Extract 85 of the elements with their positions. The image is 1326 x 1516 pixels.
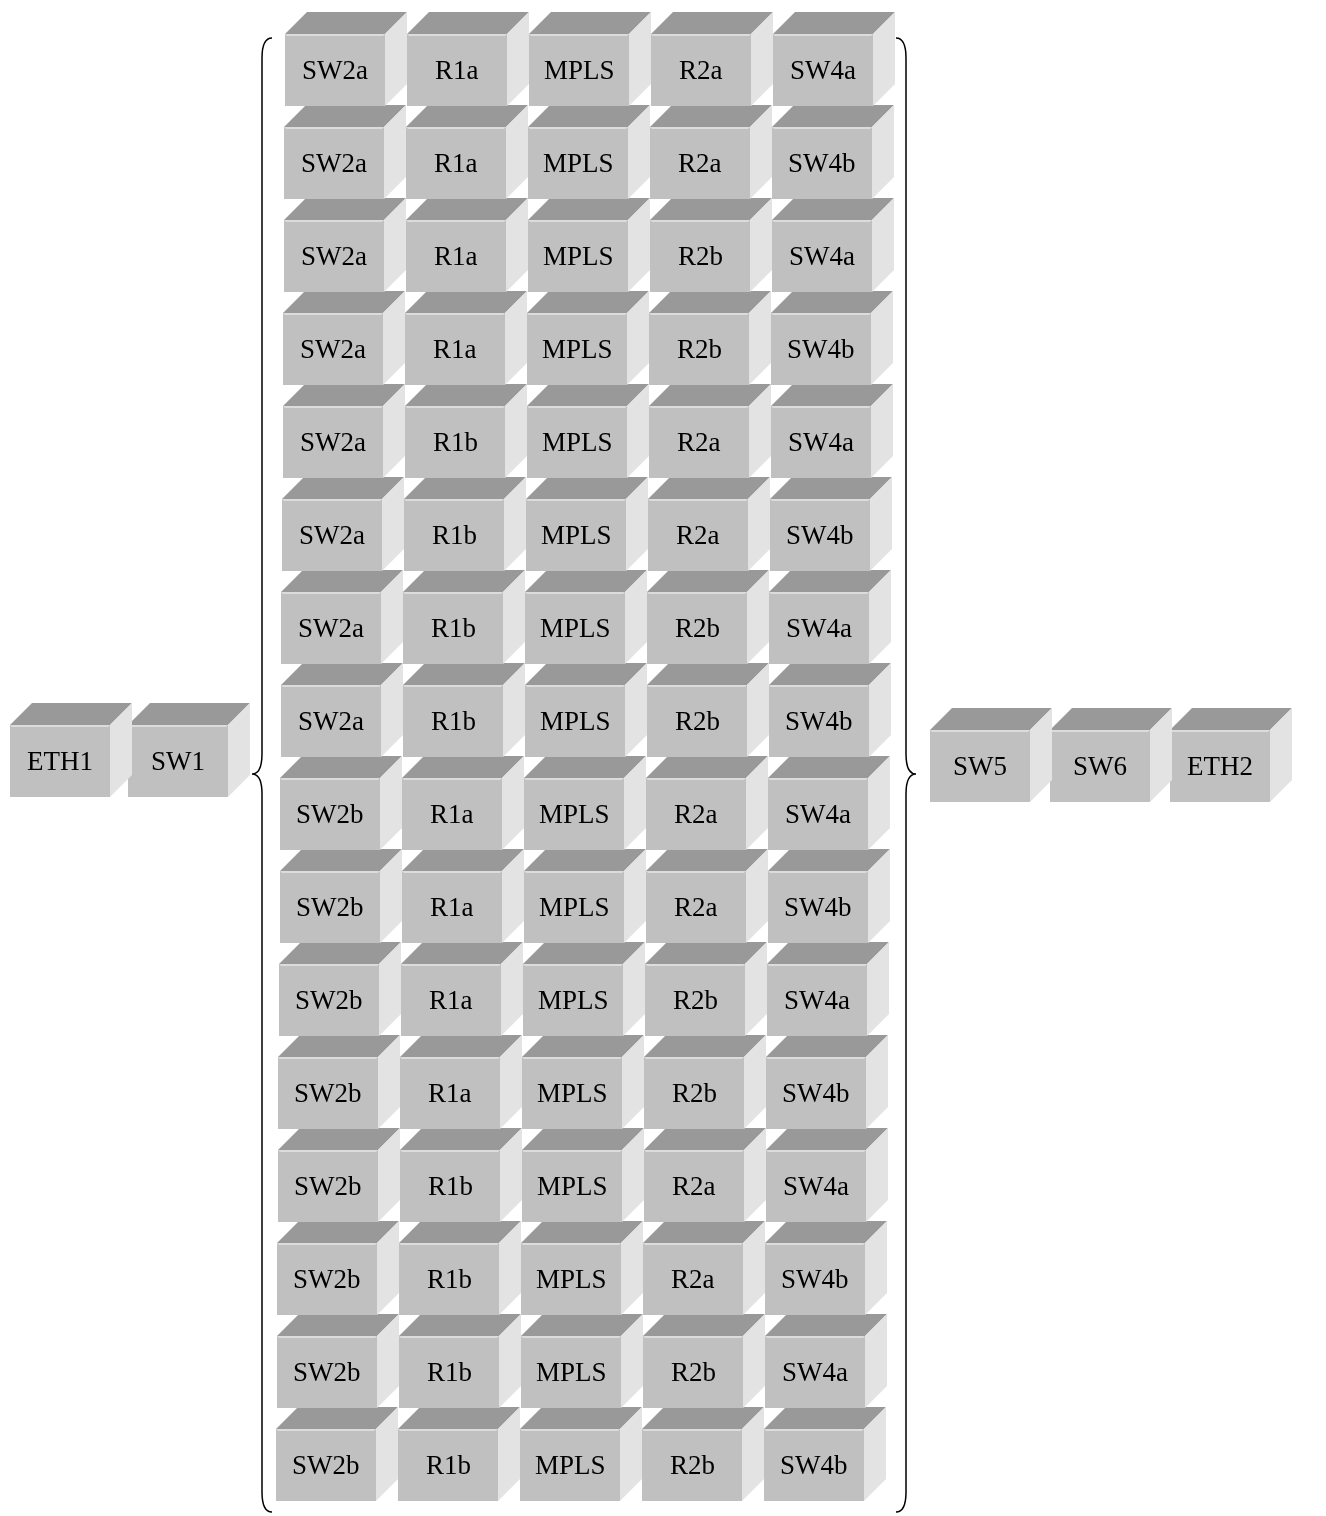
block-label: SW1 <box>151 746 205 777</box>
block-label: MPLS <box>536 1357 607 1388</box>
block-label: R2a <box>678 148 722 179</box>
block-label: MPLS <box>535 1450 606 1481</box>
block-label: SW2b <box>295 985 363 1016</box>
block-label: R2b <box>677 334 722 365</box>
block-label: SW2a <box>298 613 364 644</box>
block-label: SW4b <box>788 148 856 179</box>
block-label: SW2a <box>298 706 364 737</box>
block-label: R1b <box>432 520 477 551</box>
block-label: SW2a <box>302 55 368 86</box>
block-label: SW5 <box>953 751 1007 782</box>
block-label: R1a <box>435 55 479 86</box>
block-label: ETH2 <box>1187 751 1253 782</box>
block-label: SW4a <box>784 985 850 1016</box>
block-label: SW4a <box>790 55 856 86</box>
block-label: R1a <box>434 148 478 179</box>
block-label: MPLS <box>541 520 612 551</box>
block-label: SW2b <box>294 1171 362 1202</box>
block-label: SW2b <box>292 1450 360 1481</box>
block-label: R2b <box>675 706 720 737</box>
block-label: MPLS <box>537 1078 608 1109</box>
block-label: SW4a <box>783 1171 849 1202</box>
block-label: SW2b <box>293 1264 361 1295</box>
block-label: R1b <box>426 1450 471 1481</box>
block-label: R1a <box>428 1078 472 1109</box>
block-label: SW4a <box>785 799 851 830</box>
block-label: R2b <box>678 241 723 272</box>
block-label: MPLS <box>540 706 611 737</box>
block-label: R2b <box>672 1078 717 1109</box>
block-label: R1b <box>427 1357 472 1388</box>
block-label: R2b <box>671 1357 716 1388</box>
block-label: SW2a <box>301 148 367 179</box>
block-label: R2b <box>670 1450 715 1481</box>
block-label: R2b <box>675 613 720 644</box>
block-label: R2a <box>674 799 718 830</box>
block-label: SW4a <box>788 427 854 458</box>
block-label: R1a <box>430 892 474 923</box>
block-label: R1b <box>431 706 476 737</box>
block-label: R1a <box>433 334 477 365</box>
block-label: SW2a <box>301 241 367 272</box>
block-label: R2a <box>679 55 723 86</box>
block-label: MPLS <box>540 613 611 644</box>
block-label: SW4a <box>782 1357 848 1388</box>
block-label: R2a <box>677 427 721 458</box>
block-label: SW2b <box>296 892 364 923</box>
block-label: R1b <box>427 1264 472 1295</box>
block-label: R1b <box>428 1171 473 1202</box>
block-label: R1a <box>434 241 478 272</box>
block-label: SW6 <box>1073 751 1127 782</box>
block-label: R2a <box>671 1264 715 1295</box>
block-label: SW2a <box>299 520 365 551</box>
block-label: R2a <box>674 892 718 923</box>
block-label: MPLS <box>536 1264 607 1295</box>
block-label: SW4b <box>784 892 852 923</box>
block-label: MPLS <box>543 241 614 272</box>
block-label: SW2b <box>293 1357 361 1388</box>
block-label: SW4b <box>780 1450 848 1481</box>
block-label: R2a <box>676 520 720 551</box>
block-label: SW4b <box>787 334 855 365</box>
block-label: SW4b <box>781 1264 849 1295</box>
block-label: SW2b <box>296 799 364 830</box>
block-label: SW2b <box>294 1078 362 1109</box>
block-label: R2a <box>672 1171 716 1202</box>
block-label: R1b <box>433 427 478 458</box>
block-label: R1a <box>429 985 473 1016</box>
block-label: ETH1 <box>27 746 93 777</box>
block-label: MPLS <box>538 985 609 1016</box>
block-label: MPLS <box>542 427 613 458</box>
block-label: MPLS <box>542 334 613 365</box>
block-label: SW4b <box>782 1078 850 1109</box>
block-label: R2b <box>673 985 718 1016</box>
block-label: MPLS <box>537 1171 608 1202</box>
block-label: MPLS <box>544 55 615 86</box>
block-label: R1a <box>430 799 474 830</box>
block-label: SW2a <box>300 427 366 458</box>
block-label: SW4b <box>786 520 854 551</box>
block-label: MPLS <box>539 799 610 830</box>
block-label: MPLS <box>539 892 610 923</box>
block-label: SW4a <box>786 613 852 644</box>
block-label: R1b <box>431 613 476 644</box>
block-label: SW2a <box>300 334 366 365</box>
block-label: SW4b <box>785 706 853 737</box>
block-label: MPLS <box>543 148 614 179</box>
block-label: SW4a <box>789 241 855 272</box>
